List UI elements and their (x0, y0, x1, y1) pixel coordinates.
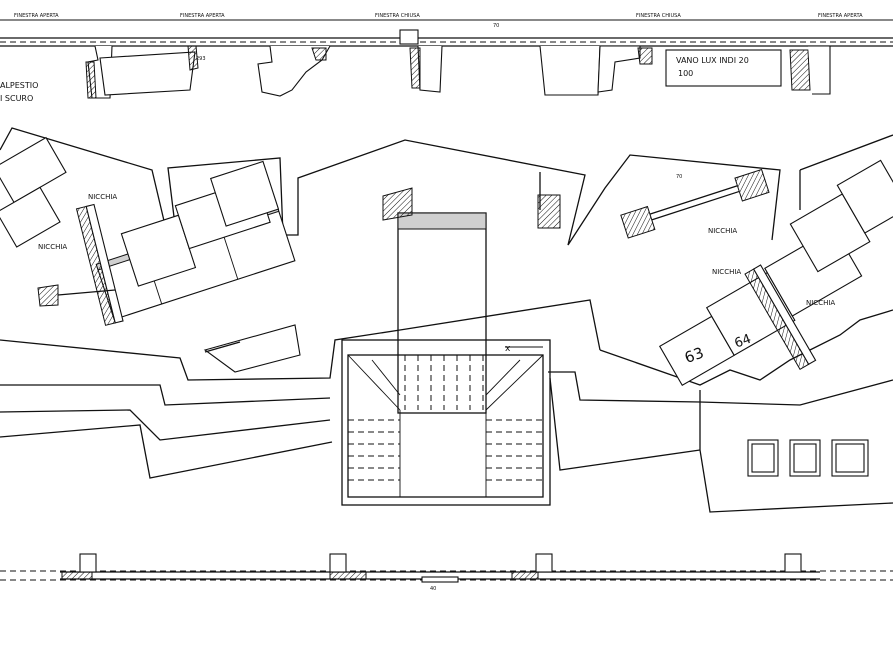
top-facade: FINESTRA APERTA FINESTRA APERTA FINESTRA… (0, 13, 893, 103)
right-wing: NICCHIA NICCHIA NICCHIA 63 64 70 (548, 134, 893, 513)
label-niche-right-1: NICCHIA (708, 227, 737, 235)
label-left-note-1: ALPESTIO (0, 81, 38, 90)
label-niche-right-3: NICCHIA (806, 299, 835, 307)
label-dim-top: 70 (493, 23, 499, 29)
label-window-open-3: FINESTRA APERTA (818, 13, 863, 19)
label-window-open-1: FINESTRA APERTA (14, 13, 59, 19)
bottom-facade: 40 (0, 553, 893, 592)
label-stair-mark: x (505, 344, 511, 354)
label-window-open-2: FINESTRA APERTA (180, 13, 225, 19)
label-hand-64: 64 (733, 332, 754, 352)
label-niche-right-2: NICCHIA (712, 268, 741, 276)
label-dim-a: 70 (676, 174, 682, 180)
label-vano-value: 100 (678, 69, 693, 78)
label-hand-63: 63 (682, 344, 706, 367)
stair-treads-top (347, 354, 544, 411)
label-niche-left-top: NICCHIA (88, 193, 117, 201)
label-left-note-2: I SCURO (0, 94, 33, 103)
left-wing: NICCHIA NICCHIA (0, 127, 781, 479)
stair-treads-sides (348, 410, 543, 497)
label-dim-small: 293 (196, 56, 206, 62)
label-window-closed-1: FINESTRA CHIUSA (375, 13, 420, 19)
central-stair: x (341, 172, 561, 506)
label-niche-left-mid: NICCHIA (38, 243, 67, 251)
label-dim-b: 40 (430, 586, 436, 592)
label-window-closed-2: FINESTRA CHIUSA (636, 13, 681, 19)
label-vano-note: VANO LUX INDI 20 (676, 56, 749, 65)
